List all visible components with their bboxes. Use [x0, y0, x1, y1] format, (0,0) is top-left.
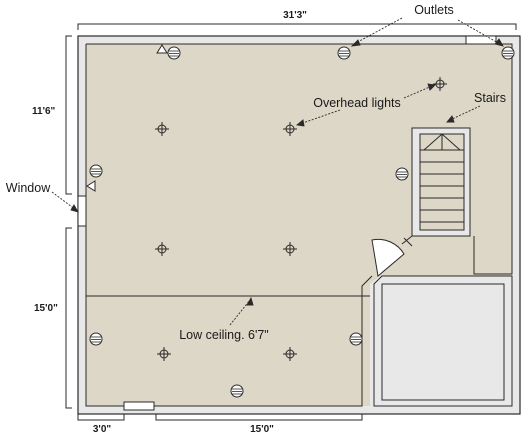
- dimension-left-upper: 11'6": [32, 106, 56, 117]
- label-overhead-lights: Overhead lights: [313, 96, 401, 110]
- outlet-icon: [230, 384, 244, 398]
- triangle-jack-icon: [86, 180, 96, 192]
- label-low-ceiling: Low ceiling. 6'7": [179, 328, 269, 342]
- label-stairs: Stairs: [474, 91, 506, 105]
- staircase: [419, 133, 465, 231]
- dimension-left-lower: 15'0": [34, 303, 58, 314]
- outlet-icon: [501, 46, 515, 60]
- left-window: [77, 195, 87, 227]
- outlet-icon: [395, 167, 409, 181]
- outlet-icon: [89, 332, 103, 346]
- dimension-top: 31'3": [283, 10, 307, 21]
- dimension-lines: [65, 23, 517, 421]
- dimension-bottom-right: 15'0": [250, 424, 274, 434]
- jacks-group: [86, 44, 168, 192]
- outlet-icon: [89, 164, 103, 178]
- label-window: Window: [6, 181, 51, 195]
- dimension-bottom-left: 3'0": [93, 424, 112, 434]
- door-swing: [371, 238, 405, 277]
- label-outlets: Outlets: [414, 3, 454, 17]
- triangle-jack-icon: [156, 44, 168, 54]
- leader-arrows: [51, 17, 504, 326]
- outlet-icon: [337, 46, 351, 60]
- outlet-icon: [349, 332, 363, 346]
- bottom-window: [123, 401, 155, 411]
- outlet-icon: [167, 46, 181, 60]
- top-window: [465, 35, 497, 45]
